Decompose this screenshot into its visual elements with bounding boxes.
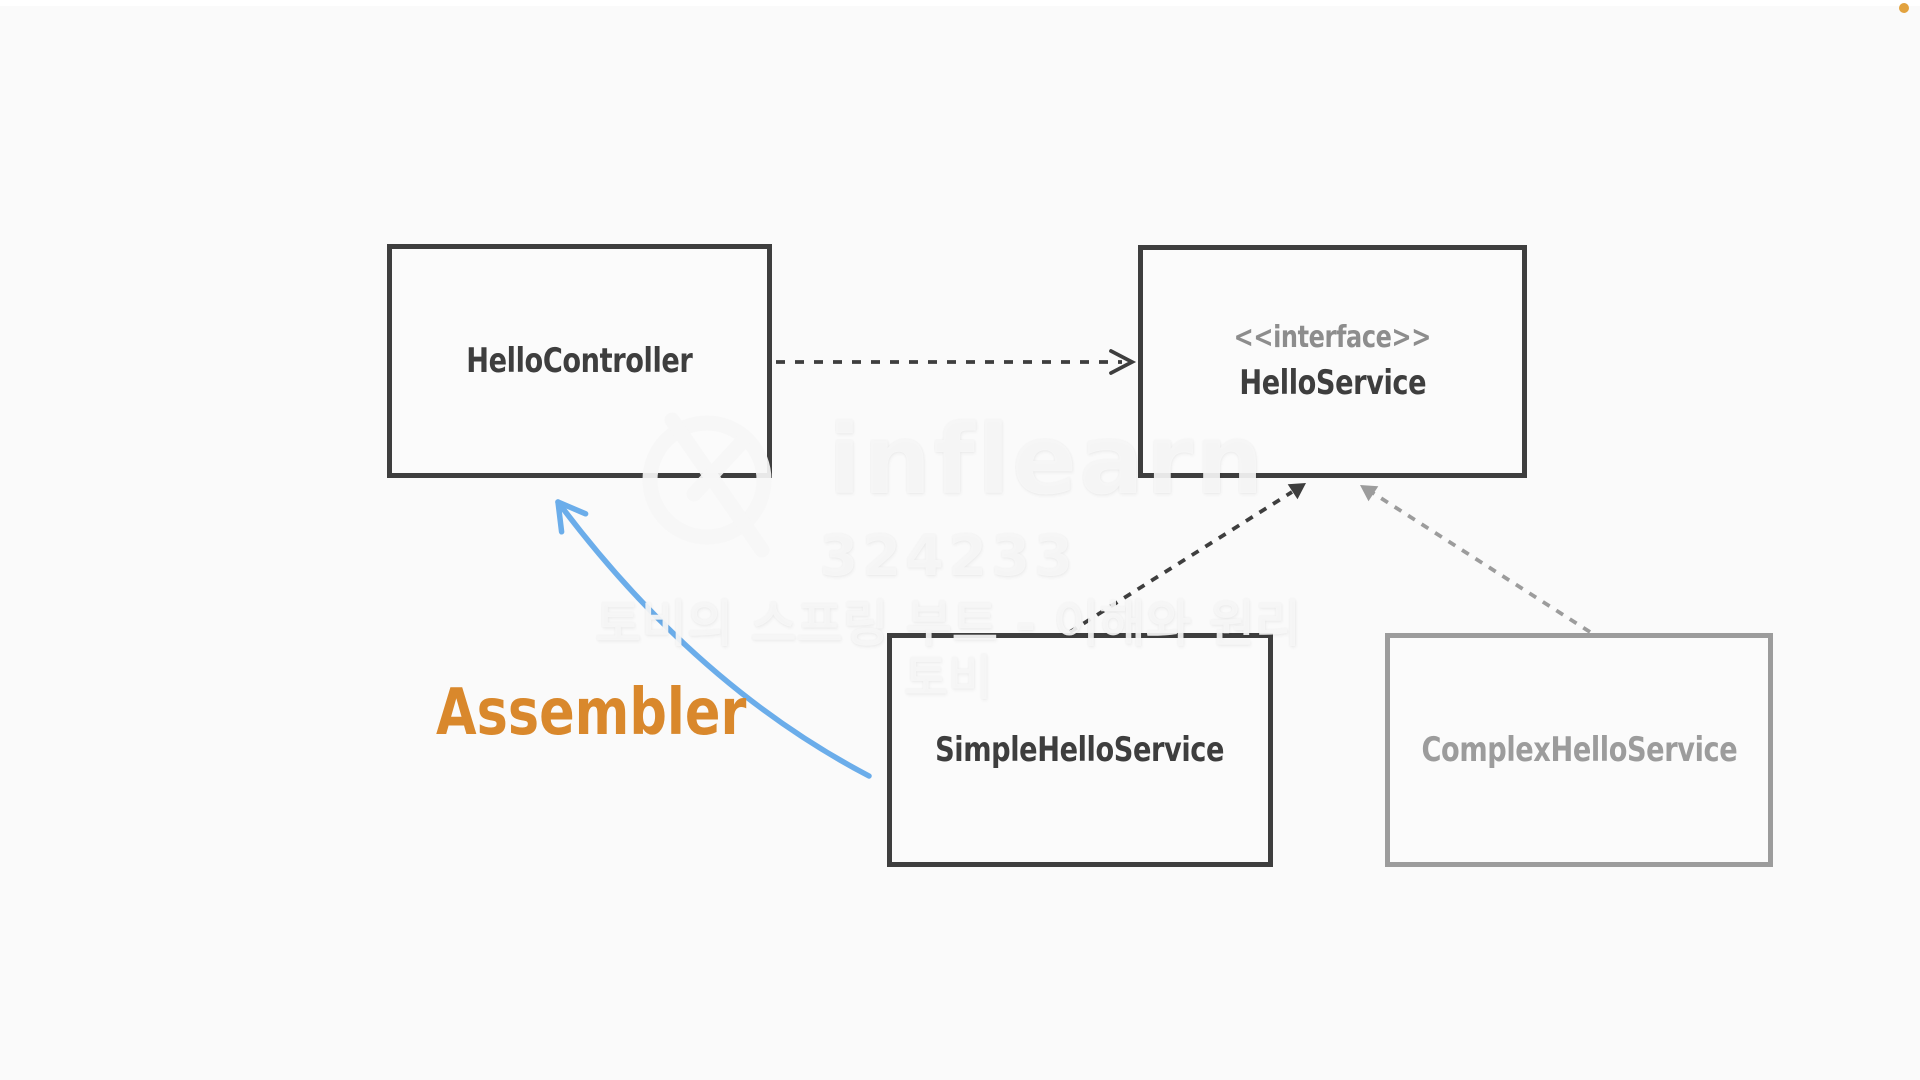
assembler-label: Assembler [436,676,747,750]
corner-dot [1899,3,1909,13]
realization-arrow-complex-line [1371,491,1592,634]
dependency-arrowhead-icon [1109,349,1137,375]
class-label: ComplexHelloService [1421,730,1737,770]
assembler-arrowhead-icon [555,499,589,535]
stereotype-label: <<interface>> [1233,320,1432,355]
class-box-complex-hello-service: ComplexHelloService [1385,633,1773,867]
realization-arrow-simple-line [1068,490,1294,634]
assembler-arrow-curve [555,499,872,779]
class-label: HelloController [466,341,693,381]
interface-label: HelloService [1239,363,1426,403]
class-label: SimpleHelloService [935,730,1225,770]
realization-arrowhead-simple-icon [1287,483,1306,500]
class-box-simple-hello-service: SimpleHelloService [887,633,1273,867]
realization-arrowhead-complex-icon [1360,485,1379,502]
interface-box-hello-service: <<interface>> HelloService [1138,245,1527,478]
top-strip [0,0,1920,6]
